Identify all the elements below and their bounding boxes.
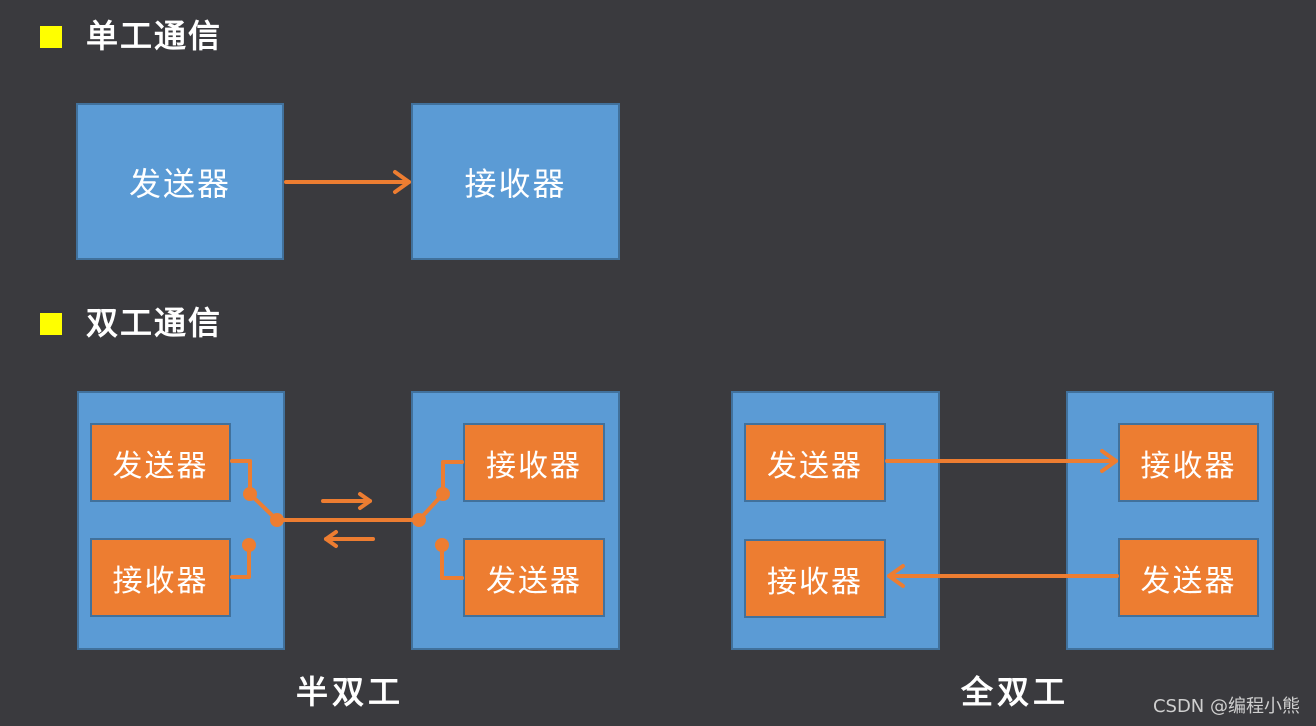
half-duplex-left-receiver: 接收器: [90, 538, 231, 617]
half-duplex-label: 半双工: [296, 673, 405, 711]
half-duplex-right-sender: 发送器: [463, 538, 605, 617]
bullet-square-icon: [40, 313, 62, 335]
simplex-sender-block: 发送器: [76, 103, 284, 260]
full-duplex-label: 全双工: [961, 673, 1070, 711]
simplex-receiver-block: 接收器: [411, 103, 620, 260]
full-duplex-right-receiver: 接收器: [1118, 423, 1259, 502]
duplex-section-title: 双工通信: [86, 304, 223, 342]
full-duplex-left-receiver: 接收器: [744, 539, 886, 618]
half-duplex-right-receiver: 接收器: [463, 423, 605, 502]
half-duplex-left-sender: 发送器: [90, 423, 231, 502]
simplex-receiver-label: 接收器: [464, 164, 567, 203]
full-duplex-left-sender: 发送器: [744, 423, 886, 502]
half-duplex-left-arrowhead-icon: [324, 530, 338, 548]
full-duplex-right-sender: 发送器: [1118, 538, 1259, 617]
bullet-square-icon: [40, 26, 62, 48]
simplex-section-title: 单工通信: [86, 17, 223, 55]
half-duplex-right-arrowhead-icon: [358, 492, 372, 510]
watermark: CSDN @编程小熊: [1152, 696, 1300, 717]
simplex-arrowhead-icon: [393, 170, 411, 194]
simplex-sender-label: 发送器: [128, 164, 231, 203]
